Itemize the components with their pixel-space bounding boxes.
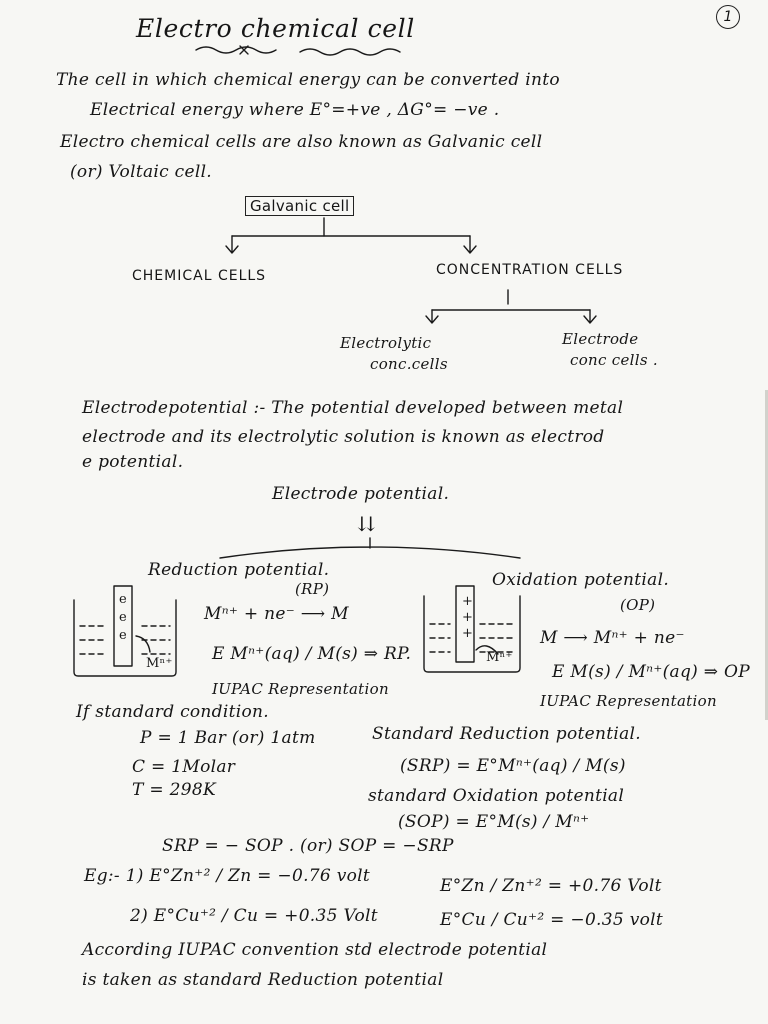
example-1-left: Eg:- 1) E°Zn⁺² / Zn = −0.76 volt bbox=[84, 866, 371, 886]
tree-drop-right-2 bbox=[583, 309, 597, 324]
reduction-abbr: (RP) bbox=[295, 580, 330, 598]
tree-root-galvanic-cell: Galvanic cell bbox=[245, 196, 355, 216]
intro-line-1: The cell in which chemical energy can be… bbox=[56, 70, 560, 90]
page-number: 1 bbox=[716, 5, 740, 29]
tree-chemical-cells: CHEMICAL CELLS bbox=[132, 268, 267, 284]
srp-equation: (SRP) = E°Mⁿ⁺(aq) / M(s) bbox=[400, 756, 626, 776]
ep-def-line-3: e potential. bbox=[82, 452, 184, 472]
intro-line-4: (or) Voltaic cell. bbox=[70, 162, 213, 182]
conclusion-line-2: is taken as standard Reduction potential bbox=[82, 970, 444, 990]
oxidation-abbr: (OP) bbox=[620, 596, 656, 614]
sop-label: standard Oxidation potential bbox=[368, 786, 625, 806]
intro-line-3: Electro chemical cells are also known as… bbox=[60, 132, 543, 152]
tree-electrolytic-2: conc.cells bbox=[370, 355, 448, 373]
tree-drop-right bbox=[463, 235, 477, 254]
example-1-right: E°Zn / Zn⁺² = +0.76 Volt bbox=[440, 876, 662, 896]
tree-concentration-cells: CONCENTRATION CELLS bbox=[436, 262, 624, 278]
standard-heading: If standard condition. bbox=[76, 702, 269, 722]
title-underline-star bbox=[239, 45, 249, 55]
oxidation-solution-lines bbox=[429, 623, 513, 653]
oxidation-arrow bbox=[475, 645, 499, 655]
tree-electrode-2: conc cells . bbox=[570, 351, 658, 369]
reduction-solution-lines bbox=[79, 625, 171, 655]
reduction-iupac: IUPAC Representation bbox=[212, 680, 389, 698]
reduction-arrow bbox=[135, 635, 151, 653]
standard-temperature: T = 298K bbox=[132, 780, 216, 800]
reduction-beaker-e1: e bbox=[119, 592, 127, 607]
oxidation-beaker-plus3: + bbox=[462, 626, 474, 641]
page-edge-shadow bbox=[765, 390, 768, 720]
conclusion-line-1: According IUPAC convention std electrode… bbox=[82, 940, 548, 960]
oxidation-title: Oxidation potential. bbox=[492, 570, 670, 590]
reduction-beaker-e2: e bbox=[119, 610, 127, 625]
reduction-beaker-ion: Mⁿ⁺ bbox=[146, 656, 173, 671]
tree-drop-left bbox=[225, 235, 239, 254]
reduction-reaction: Mⁿ⁺ + ne⁻ ⟶ M bbox=[204, 604, 349, 624]
oxidation-beaker-plus1: + bbox=[462, 594, 474, 609]
oxidation-beaker bbox=[423, 595, 521, 673]
down-double-arrow-icon: ⇊ bbox=[358, 512, 376, 536]
standard-pressure: P = 1 Bar (or) 1atm bbox=[140, 728, 316, 748]
page-title: Electro chemical cell bbox=[136, 14, 415, 43]
ep-branch bbox=[219, 537, 521, 559]
oxidation-iupac: IUPAC Representation bbox=[540, 692, 717, 710]
reduction-beaker-e3: e bbox=[119, 628, 127, 643]
example-2-right: E°Cu / Cu⁺² = −0.35 volt bbox=[440, 910, 664, 930]
sop-equation: (SOP) = E°M(s) / Mⁿ⁺ bbox=[398, 812, 590, 832]
reduction-beaker bbox=[73, 599, 177, 677]
title-underline bbox=[195, 46, 401, 56]
oxidation-reaction: M ⟶ Mⁿ⁺ + ne⁻ bbox=[540, 628, 685, 648]
intro-line-2: Electrical energy where E°=+ve , ΔG°= −v… bbox=[90, 100, 500, 120]
reduction-notation: E Mⁿ⁺(aq) / M(s) ⇒ RP. bbox=[212, 644, 412, 664]
oxidation-beaker-plus2: + bbox=[462, 610, 474, 625]
tree-drop-left-2 bbox=[425, 309, 439, 324]
srp-sop-relation: SRP = − SOP . (or) SOP = −SRP bbox=[162, 836, 454, 856]
reduction-title: Reduction potential. bbox=[148, 560, 330, 580]
example-2-left: 2) E°Cu⁺² / Cu = +0.35 Volt bbox=[130, 906, 378, 926]
oxidation-notation: E M(s) / Mⁿ⁺(aq) ⇒ OP bbox=[552, 662, 751, 682]
oxidation-electrode bbox=[455, 585, 475, 663]
ep-def-line-1: Electrodepotential :- The potential deve… bbox=[82, 398, 624, 418]
oxidation-beaker-ion: Mⁿ⁺ bbox=[486, 650, 513, 665]
standard-concentration: C = 1Molar bbox=[132, 757, 236, 777]
tree-electrolytic-1: Electrolytic bbox=[340, 334, 432, 352]
srp-label: Standard Reduction potential. bbox=[372, 724, 641, 744]
reduction-electrode bbox=[113, 585, 133, 667]
ep-def-line-2: electrode and its electrolytic solution … bbox=[82, 427, 605, 447]
tree-electrode-1: Electrode bbox=[562, 330, 639, 348]
ep-heading: Electrode potential. bbox=[272, 484, 450, 504]
